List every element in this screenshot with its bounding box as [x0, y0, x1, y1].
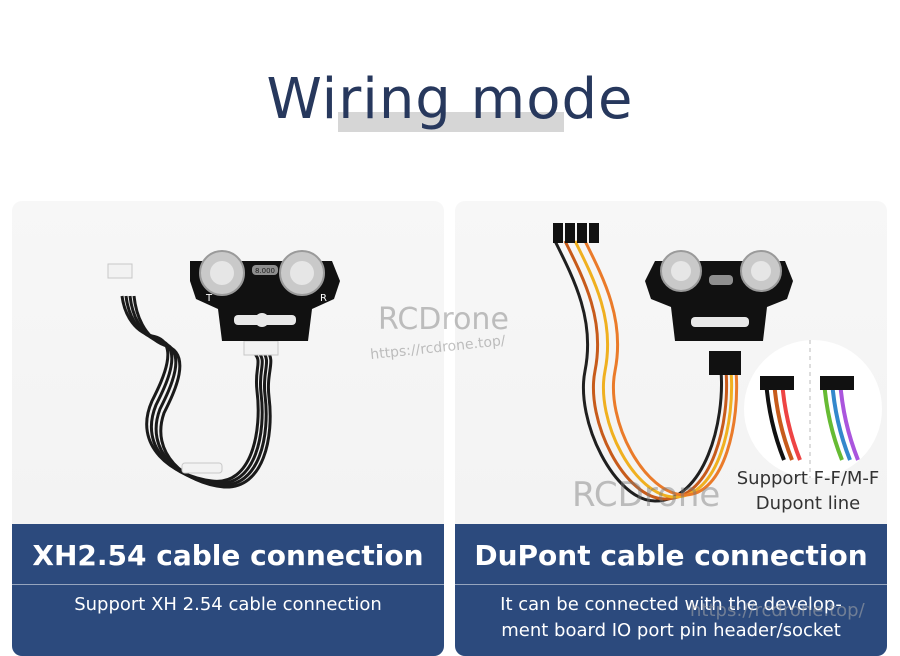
watermark-brand: RCDrone: [378, 302, 509, 337]
xh254-sensor-photo: 8.000 T R: [107, 250, 340, 489]
dupont-wires: [553, 240, 739, 503]
xh254-description: Support XH 2.54 cable connection: [74, 594, 382, 615]
xh-connector-board: [243, 340, 279, 356]
xh254-heading: XH2.54 cable connection: [32, 539, 424, 572]
watermark-brand-2: RCDrone: [572, 475, 721, 515]
dupont-callout-line2: Dupont line: [755, 493, 861, 514]
panel-xh254: 8.000 T R XH2.54 cable connection Suppor…: [12, 201, 444, 656]
dupont-description-line2: ment board IO port pin header/socket: [501, 620, 841, 641]
panel-dupont: DuPont cable connection It can be connec…: [455, 201, 887, 656]
dupont-heading: DuPont cable connection: [474, 539, 868, 572]
banner-divider-2: [455, 584, 887, 585]
board-r-label: R: [320, 293, 327, 304]
dupont-inset-circle: [744, 340, 882, 478]
crystal-label: 8.000: [255, 267, 275, 275]
title-underline-bar: [338, 112, 564, 132]
dupont-header: [709, 351, 741, 375]
xh254-banner: XH2.54 cable connection Support XH 2.54 …: [12, 524, 444, 656]
dupont-callout: Support F-F/M-F Dupont line: [728, 466, 888, 516]
crystal: [252, 265, 278, 275]
board-t-label: T: [205, 293, 213, 304]
dupont-sensor-photo: [553, 223, 793, 503]
dupont-callout-line1: Support F-F/M-F: [736, 468, 880, 489]
dupont-pins-inset: [760, 340, 860, 478]
title-area: Wiring mode: [0, 60, 900, 140]
cable-tie: [181, 462, 223, 474]
dupont-banner: DuPont cable connection It can be connec…: [455, 524, 887, 656]
dupont-description-line1: It can be connected with the develop-: [500, 594, 842, 615]
page-title: Wiring mode: [266, 67, 634, 132]
watermark-url-2: https://rcdrone.top/: [690, 600, 865, 621]
black-wires: [120, 295, 273, 489]
xh-connector-end: [107, 263, 133, 279]
banner-divider: [12, 584, 444, 585]
dupont-description: It can be connected with the develop- me…: [455, 592, 887, 644]
